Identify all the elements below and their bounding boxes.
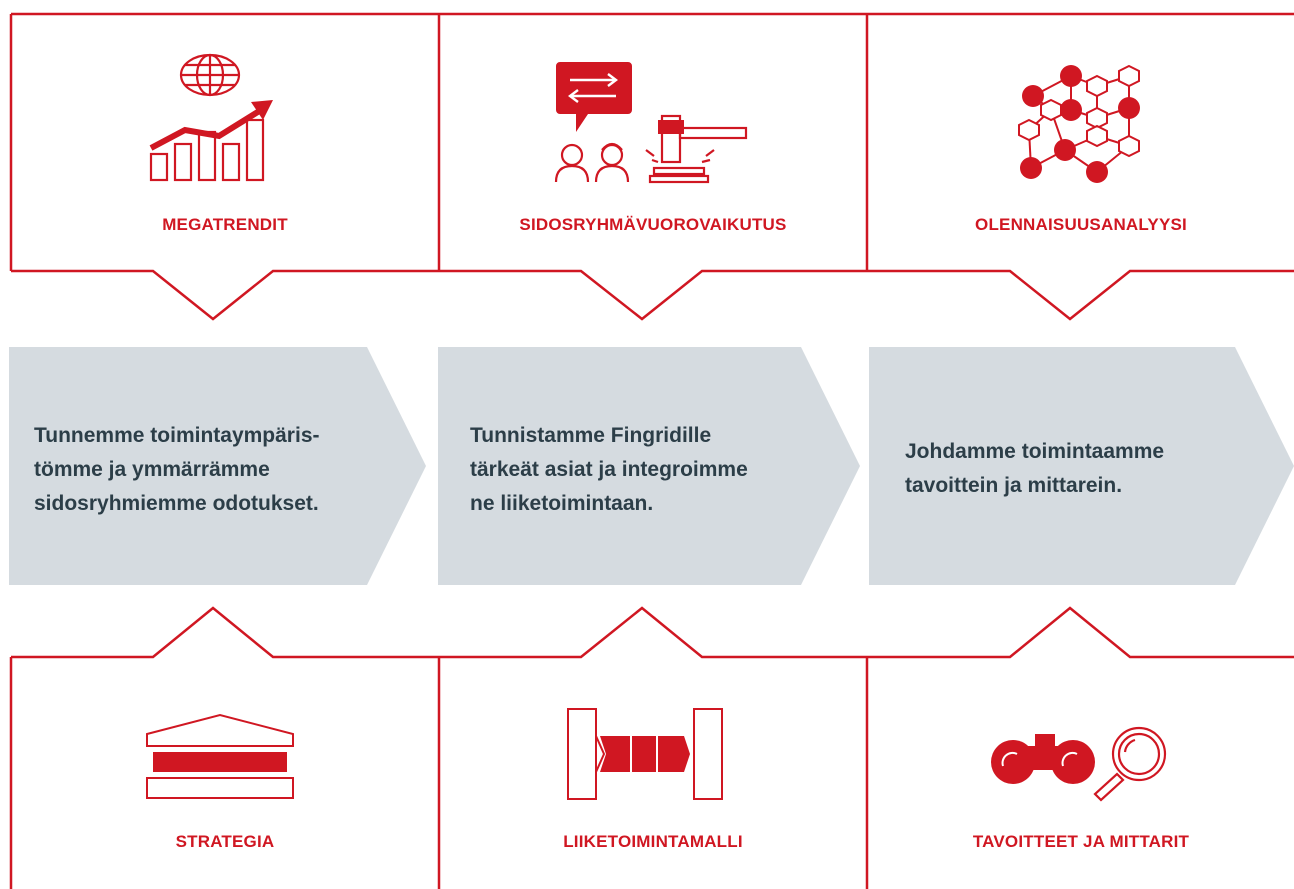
step-box-3 <box>869 347 1294 585</box>
step-text-1: Tunnemme toimintaympäris- tömme ja ymmär… <box>34 424 320 515</box>
binoculars-magnifier-icon <box>991 726 1167 802</box>
label-megatrendit: MEGATRENDIT <box>162 215 288 234</box>
step-text-3: Johdamme toimintaamme tavoittein ja mitt… <box>905 440 1165 497</box>
network-hexagon-icon <box>1018 64 1140 183</box>
step-box-1 <box>9 347 426 585</box>
globe-growth-chart-icon <box>149 53 273 182</box>
label-olennaisuusanalyysi: OLENNAISUUSANALYYSI <box>975 215 1187 234</box>
dialogue-gavel-icon <box>554 62 748 184</box>
label-sidosryhmavuorovaikutus: SIDOSRYHMÄVUOROVAIKUTUS <box>519 215 787 234</box>
label-tavoitteet-ja-mittarit: TAVOITTEET JA MITTARIT <box>972 832 1190 851</box>
step-box-2 <box>438 347 860 585</box>
business-model-icon <box>567 708 723 800</box>
label-liiketoimintamalli: LIIKETOIMINTAMALLI <box>563 832 743 851</box>
strategy-building-icon <box>146 713 294 799</box>
step-text-2: Tunnistamme Fingridille tärkeät asiat ja… <box>470 424 748 515</box>
label-strategia: STRATEGIA <box>175 832 275 851</box>
